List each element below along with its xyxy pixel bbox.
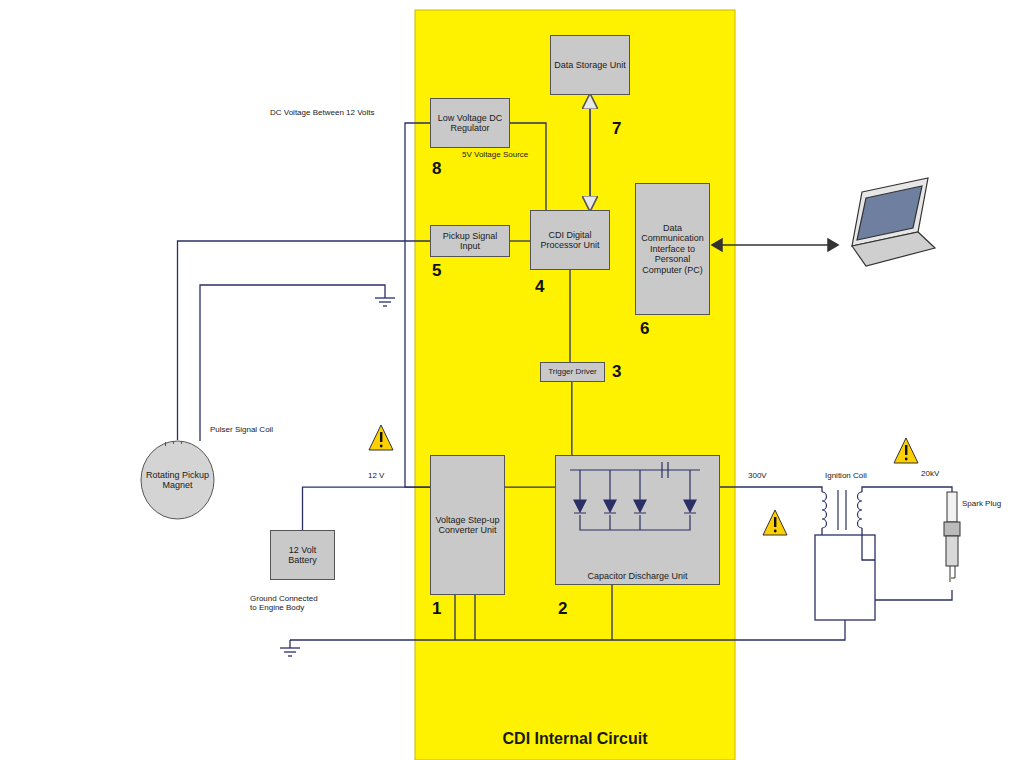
laptop-icon <box>852 178 935 266</box>
coil-wire <box>862 528 875 560</box>
ground-symbol <box>375 298 395 306</box>
node-label: Capacitor Discharge Unit <box>587 571 687 581</box>
plug-ground-wire <box>875 590 952 600</box>
wire <box>505 487 555 488</box>
warning-symbol <box>369 425 393 450</box>
ground-symbol <box>280 640 300 656</box>
cdi-band: Data Storage UnitLow Voltage DC Regulato… <box>415 10 735 760</box>
callout-number: 7 <box>612 120 621 139</box>
wire <box>569 270 570 362</box>
cdi-band <box>415 10 735 760</box>
wire <box>510 240 530 241</box>
voltage-note: 5V Voltage Source <box>462 151 528 160</box>
data-arrow <box>589 95 591 210</box>
node-label: Data Communication Interface to Personal… <box>639 223 706 275</box>
input-box: Pickup Signal Input <box>430 225 510 257</box>
converter-box: Voltage Step-up Converter Unit <box>430 455 505 595</box>
battery-box: 12 Volt Battery <box>270 530 335 580</box>
regulator-box: Low Voltage DC Regulator <box>430 98 510 148</box>
node-label: 12 Volt Battery <box>274 545 331 566</box>
band-title: CDI Internal Circuit <box>503 730 648 748</box>
ground-bus <box>290 620 845 640</box>
node-label: Voltage Step-up Converter Unit <box>434 515 501 536</box>
callout-number: 4 <box>535 278 544 297</box>
callout-number: 8 <box>432 160 441 179</box>
voltage-note: DC Voltage Between 12 Volts <box>270 109 375 118</box>
interface-box: Data Communication Interface to Personal… <box>635 183 710 315</box>
wire <box>405 123 430 487</box>
coil-wire <box>821 528 822 535</box>
voltage-note: 12 V <box>368 472 384 481</box>
callout-number: 6 <box>640 320 649 339</box>
double-arrow <box>712 239 838 251</box>
ignition-coil-symbol <box>822 490 862 530</box>
spark-plug-symbol <box>944 492 960 582</box>
high-voltage-wire <box>862 487 952 492</box>
warning-symbol <box>894 438 918 463</box>
wire <box>303 487 431 530</box>
part-name: Spark Plug <box>962 500 1001 509</box>
voltage-note: 300V <box>748 472 767 481</box>
driver-box: Trigger Driver <box>540 362 605 382</box>
ground-wire <box>200 285 385 441</box>
callout-number: 2 <box>558 600 567 619</box>
node-label: Pickup Signal Input <box>434 231 506 252</box>
wire <box>571 382 572 455</box>
signal-name: Pulser Signal Coil <box>210 426 273 435</box>
node-label: Data Storage Unit <box>554 60 626 70</box>
wire <box>510 123 546 210</box>
callout-number: 1 <box>432 600 441 619</box>
discharge-box: Capacitor Discharge Unit <box>555 455 720 585</box>
node-label: Rotating Pickup Magnet <box>143 470 212 491</box>
processor-box: CDI Digital Processor Unit <box>530 210 610 270</box>
pickup-circle: Rotating Pickup Magnet <box>140 440 215 520</box>
node-label: CDI Digital Processor Unit <box>534 230 606 251</box>
output-wire <box>720 487 822 492</box>
node-label: Trigger Driver <box>548 367 597 376</box>
storage-box: Data Storage Unit <box>550 35 630 95</box>
callout-number: 5 <box>432 262 441 281</box>
warning-symbol <box>763 510 787 535</box>
diode-network <box>570 462 700 530</box>
callout-number: 3 <box>612 363 621 382</box>
node-label: Low Voltage DC Regulator <box>434 113 506 134</box>
part-name: Ignition Coil <box>825 472 867 481</box>
voltage-note: 20kV <box>921 470 939 479</box>
wire <box>178 241 431 440</box>
ground-note: Ground Connected to Engine Body <box>250 595 320 613</box>
coil-housing <box>815 535 875 620</box>
